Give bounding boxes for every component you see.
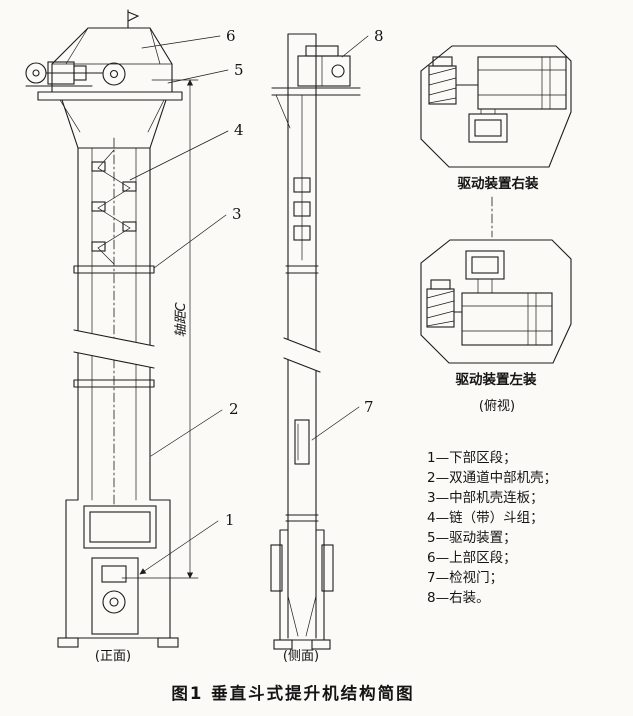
front-view-leader-lines xyxy=(129,35,229,575)
legend: 1—下部区段； 2—双通道中部机壳； 3—中部机壳连板； 4—链（带）斗组； 5… xyxy=(427,450,557,606)
callout-3: 3 xyxy=(232,205,242,223)
legend-item-4: 4—链（带）斗组； xyxy=(427,510,544,526)
legend-item-1: 1—下部区段； xyxy=(427,450,517,466)
drive-left-label: 驱动装置左装 xyxy=(456,371,537,388)
callout-8: 8 xyxy=(374,27,384,45)
callout-2: 2 xyxy=(229,400,239,418)
callout-4: 4 xyxy=(234,121,244,139)
axis-distance-dimension xyxy=(121,79,199,579)
top-view-label: (俯视) xyxy=(479,398,515,414)
side-view-leader-lines xyxy=(311,35,369,441)
axis-distance-label: 轴距C xyxy=(174,302,189,338)
legend-item-2: 2—双通道中部机壳； xyxy=(427,470,557,486)
drive-right-label: 驱动装置右装 xyxy=(458,175,539,192)
drive-left-view xyxy=(420,239,572,364)
legend-item-7: 7—检视门； xyxy=(427,570,503,586)
front-view-label: (正面) xyxy=(95,649,131,664)
callout-1: 1 xyxy=(225,511,235,529)
drive-right-view xyxy=(420,45,572,168)
side-view-label: (侧面) xyxy=(283,649,319,664)
front-view-drawing xyxy=(25,9,183,648)
side-view-drawing xyxy=(270,33,361,650)
figure-caption: 图1 垂直斗式提升机结构简图 xyxy=(171,683,414,703)
callout-5: 5 xyxy=(234,61,244,79)
callout-6: 6 xyxy=(226,27,236,45)
legend-item-8: 8—右装。 xyxy=(427,590,490,606)
legend-item-6: 6—上部区段； xyxy=(427,550,517,566)
legend-item-5: 5—驱动装置； xyxy=(427,530,517,546)
legend-item-3: 3—中部机壳连板； xyxy=(427,490,544,506)
callout-7: 7 xyxy=(364,398,374,416)
